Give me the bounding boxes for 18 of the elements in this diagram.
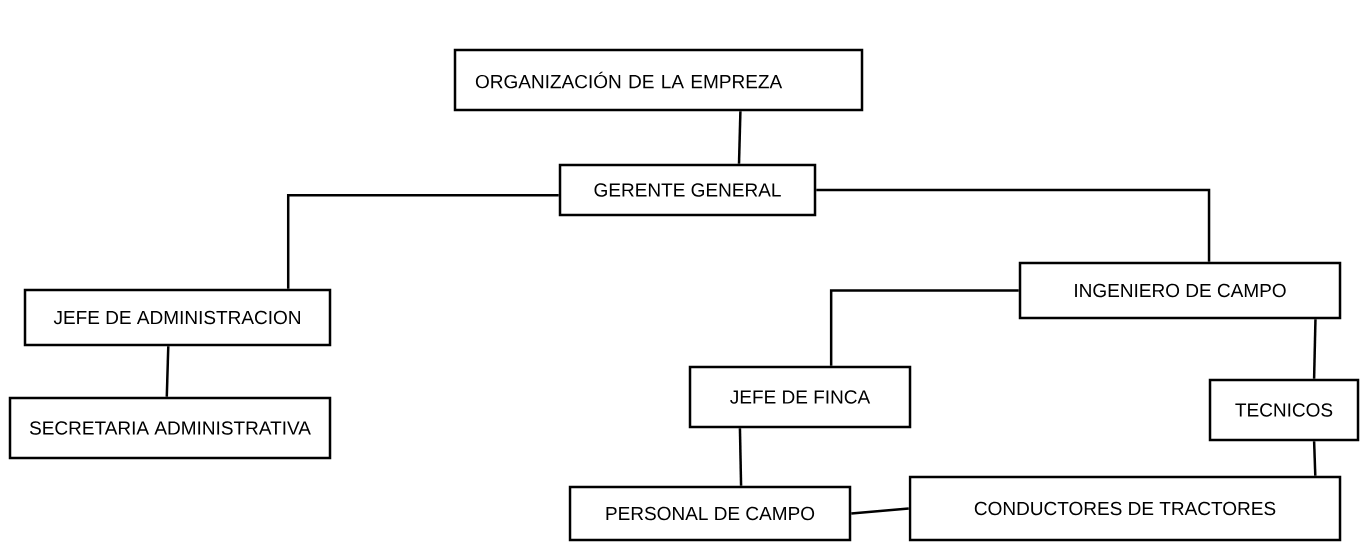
role-box: TECNICOS bbox=[1208, 378, 1360, 442]
role-box: SECRETARIA ADMINISTRATIVA bbox=[8, 396, 332, 460]
connector-line bbox=[851, 507, 909, 515]
connector-line bbox=[829, 289, 1019, 366]
role-box: PERSONAL DE CAMPO bbox=[568, 485, 852, 542]
connector-line bbox=[1312, 441, 1317, 476]
connector-line bbox=[286, 194, 559, 289]
role-box: JEFE DE ADMINISTRACION bbox=[23, 288, 332, 347]
connector-line bbox=[737, 111, 742, 164]
title-box: ORGANIZACIÓN DE LA EMPREZA bbox=[453, 48, 864, 112]
role-box: GERENTE GENERAL bbox=[558, 163, 817, 217]
connector-line bbox=[1312, 319, 1317, 379]
connector-line bbox=[738, 428, 743, 486]
connector-line bbox=[816, 188, 1211, 262]
role-box: CONDUCTORES DE TRACTORES bbox=[908, 475, 1342, 542]
connector-line bbox=[165, 346, 170, 397]
role-box: JEFE DE FINCA bbox=[688, 365, 912, 429]
role-box: INGENIERO DE CAMPO bbox=[1018, 261, 1342, 320]
